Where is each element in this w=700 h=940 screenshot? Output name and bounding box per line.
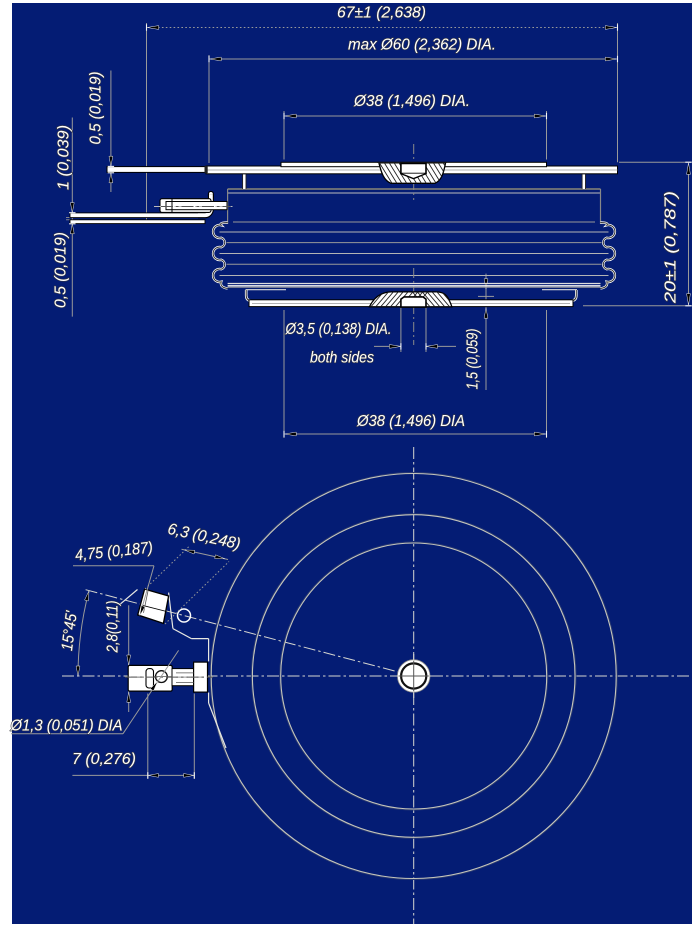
svg-text:1,5 (0,059): 1,5 (0,059) xyxy=(465,329,482,390)
svg-text:Ø3,5 (0,138) DIA.: Ø3,5 (0,138) DIA. xyxy=(285,321,392,338)
svg-text:both sides: both sides xyxy=(310,350,374,367)
svg-text:0,5 (0,019): 0,5 (0,019) xyxy=(53,232,70,308)
svg-text:1 (0,039): 1 (0,039) xyxy=(56,125,73,190)
svg-text:67±1 (2,638): 67±1 (2,638) xyxy=(337,5,426,22)
svg-text:Ø1,3 (0,051) DIA: Ø1,3 (0,051) DIA xyxy=(10,718,123,735)
svg-text:7 (0,276): 7 (0,276) xyxy=(72,751,136,768)
svg-text:Ø38 (1,496) DIA: Ø38 (1,496) DIA xyxy=(356,413,465,430)
svg-text:2,8(0,11): 2,8(0,11) xyxy=(105,601,122,654)
svg-text:15°45': 15°45' xyxy=(59,609,81,652)
svg-text:20±1 (0,787): 20±1 (0,787) xyxy=(663,191,680,304)
svg-text:max Ø60 (2,362) DIA.: max Ø60 (2,362) DIA. xyxy=(348,37,496,54)
svg-text:Ø38 (1,496) DIA.: Ø38 (1,496) DIA. xyxy=(353,93,470,110)
svg-text:0,5 (0,019): 0,5 (0,019) xyxy=(88,72,105,145)
